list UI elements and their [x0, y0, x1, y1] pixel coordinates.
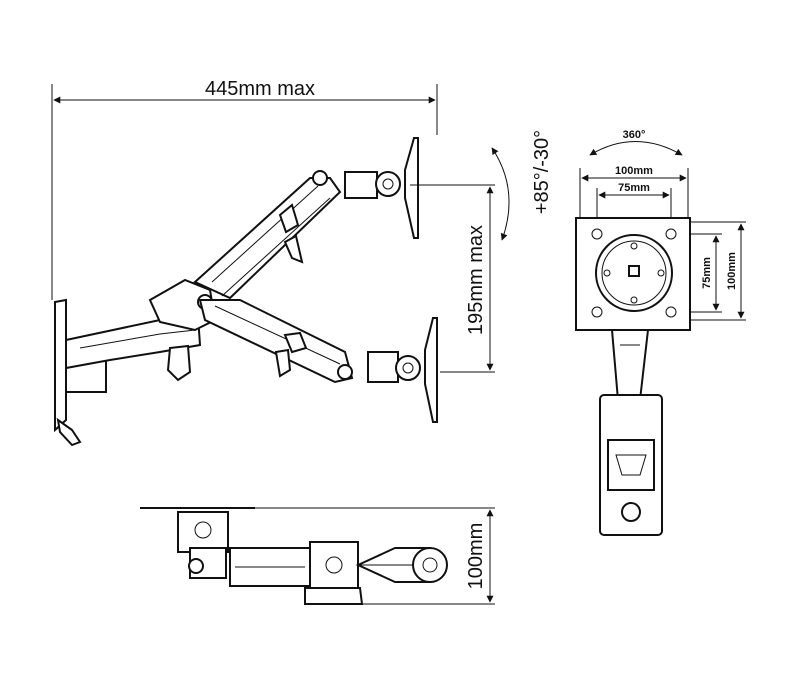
top-head [177, 511, 229, 553]
vesa-hole-bottom-right [665, 306, 677, 318]
side-view: 445mm max [51, 78, 553, 447]
tilt-arc [491, 147, 510, 241]
tilt-label: +85°/-30° [531, 130, 553, 214]
lower-tilt-head [367, 351, 399, 383]
vesa-hole-top-right [665, 228, 677, 240]
front-view: 360° 100mm 75mm 75mm 100mm [575, 129, 746, 536]
top-base-block [304, 587, 364, 605]
top-pivot-left [188, 558, 204, 574]
lower-arm-badge [283, 331, 308, 354]
vesa-hole-bottom-left [591, 306, 603, 318]
top-view: 100mm [140, 507, 495, 605]
wall-plate-foot [56, 417, 82, 447]
wall-plate [54, 298, 67, 433]
vesa-75-vertical-label: 75mm [701, 257, 713, 289]
lower-gas-arm [198, 299, 354, 384]
arm-knob [166, 344, 192, 382]
lower-arm-elbow [337, 364, 353, 380]
upper-arm-badge [278, 203, 300, 234]
lower-monitor-plate [424, 317, 438, 423]
upper-tilt-head [344, 171, 378, 199]
upper-vesa-hub [375, 171, 401, 197]
rotation-arc [589, 141, 683, 156]
rotation-label: 360° [623, 129, 646, 141]
vesa-100-vertical-label: 100mm [726, 252, 738, 290]
upper-arm-elbow [312, 170, 328, 186]
lower-arm-tab [274, 348, 292, 378]
front-knob [621, 502, 641, 522]
upper-gas-arm [193, 177, 342, 300]
lower-vesa-hub [395, 355, 421, 381]
depth-label: 100mm [465, 523, 487, 590]
upper-monitor-plate [404, 137, 419, 239]
top-end-pivot [412, 547, 448, 583]
front-arm [610, 329, 650, 401]
front-clamp [607, 439, 655, 491]
vesa-75-horizontal-label: 75mm [618, 182, 650, 194]
reach-label: 445mm max [205, 78, 315, 100]
vesa-hole-top-left [591, 228, 603, 240]
height-label: 195mm max [465, 225, 487, 335]
disc-center-screw [628, 265, 640, 277]
vesa-100-horizontal-label: 100mm [615, 165, 653, 177]
upper-arm-tab [283, 234, 304, 264]
